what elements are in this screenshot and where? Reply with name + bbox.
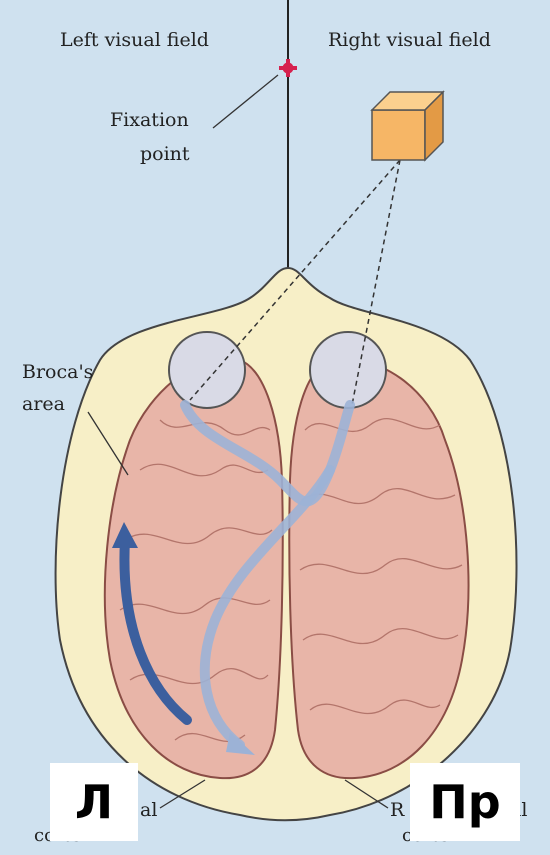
right-cortex-label-head: R bbox=[390, 800, 404, 822]
cube-object bbox=[372, 92, 443, 160]
fixation-label-line1: Fixation bbox=[110, 110, 189, 132]
right-overlay-box: Пр bbox=[410, 763, 520, 841]
left-visual-field-label: Left visual field bbox=[60, 30, 209, 52]
broca-label-line1: Broca's bbox=[22, 362, 93, 384]
right-eye bbox=[310, 332, 386, 408]
fixation-leader bbox=[213, 75, 278, 128]
fixation-label-line2: point bbox=[140, 144, 190, 166]
left-cortex-label-tail: al bbox=[140, 800, 157, 822]
left-overlay-box: Л bbox=[50, 763, 138, 841]
broca-label-line2: area bbox=[22, 394, 65, 416]
fixation-point-marker bbox=[279, 59, 297, 77]
left-eye bbox=[169, 332, 245, 408]
right-visual-field-label: Right visual field bbox=[328, 30, 491, 52]
